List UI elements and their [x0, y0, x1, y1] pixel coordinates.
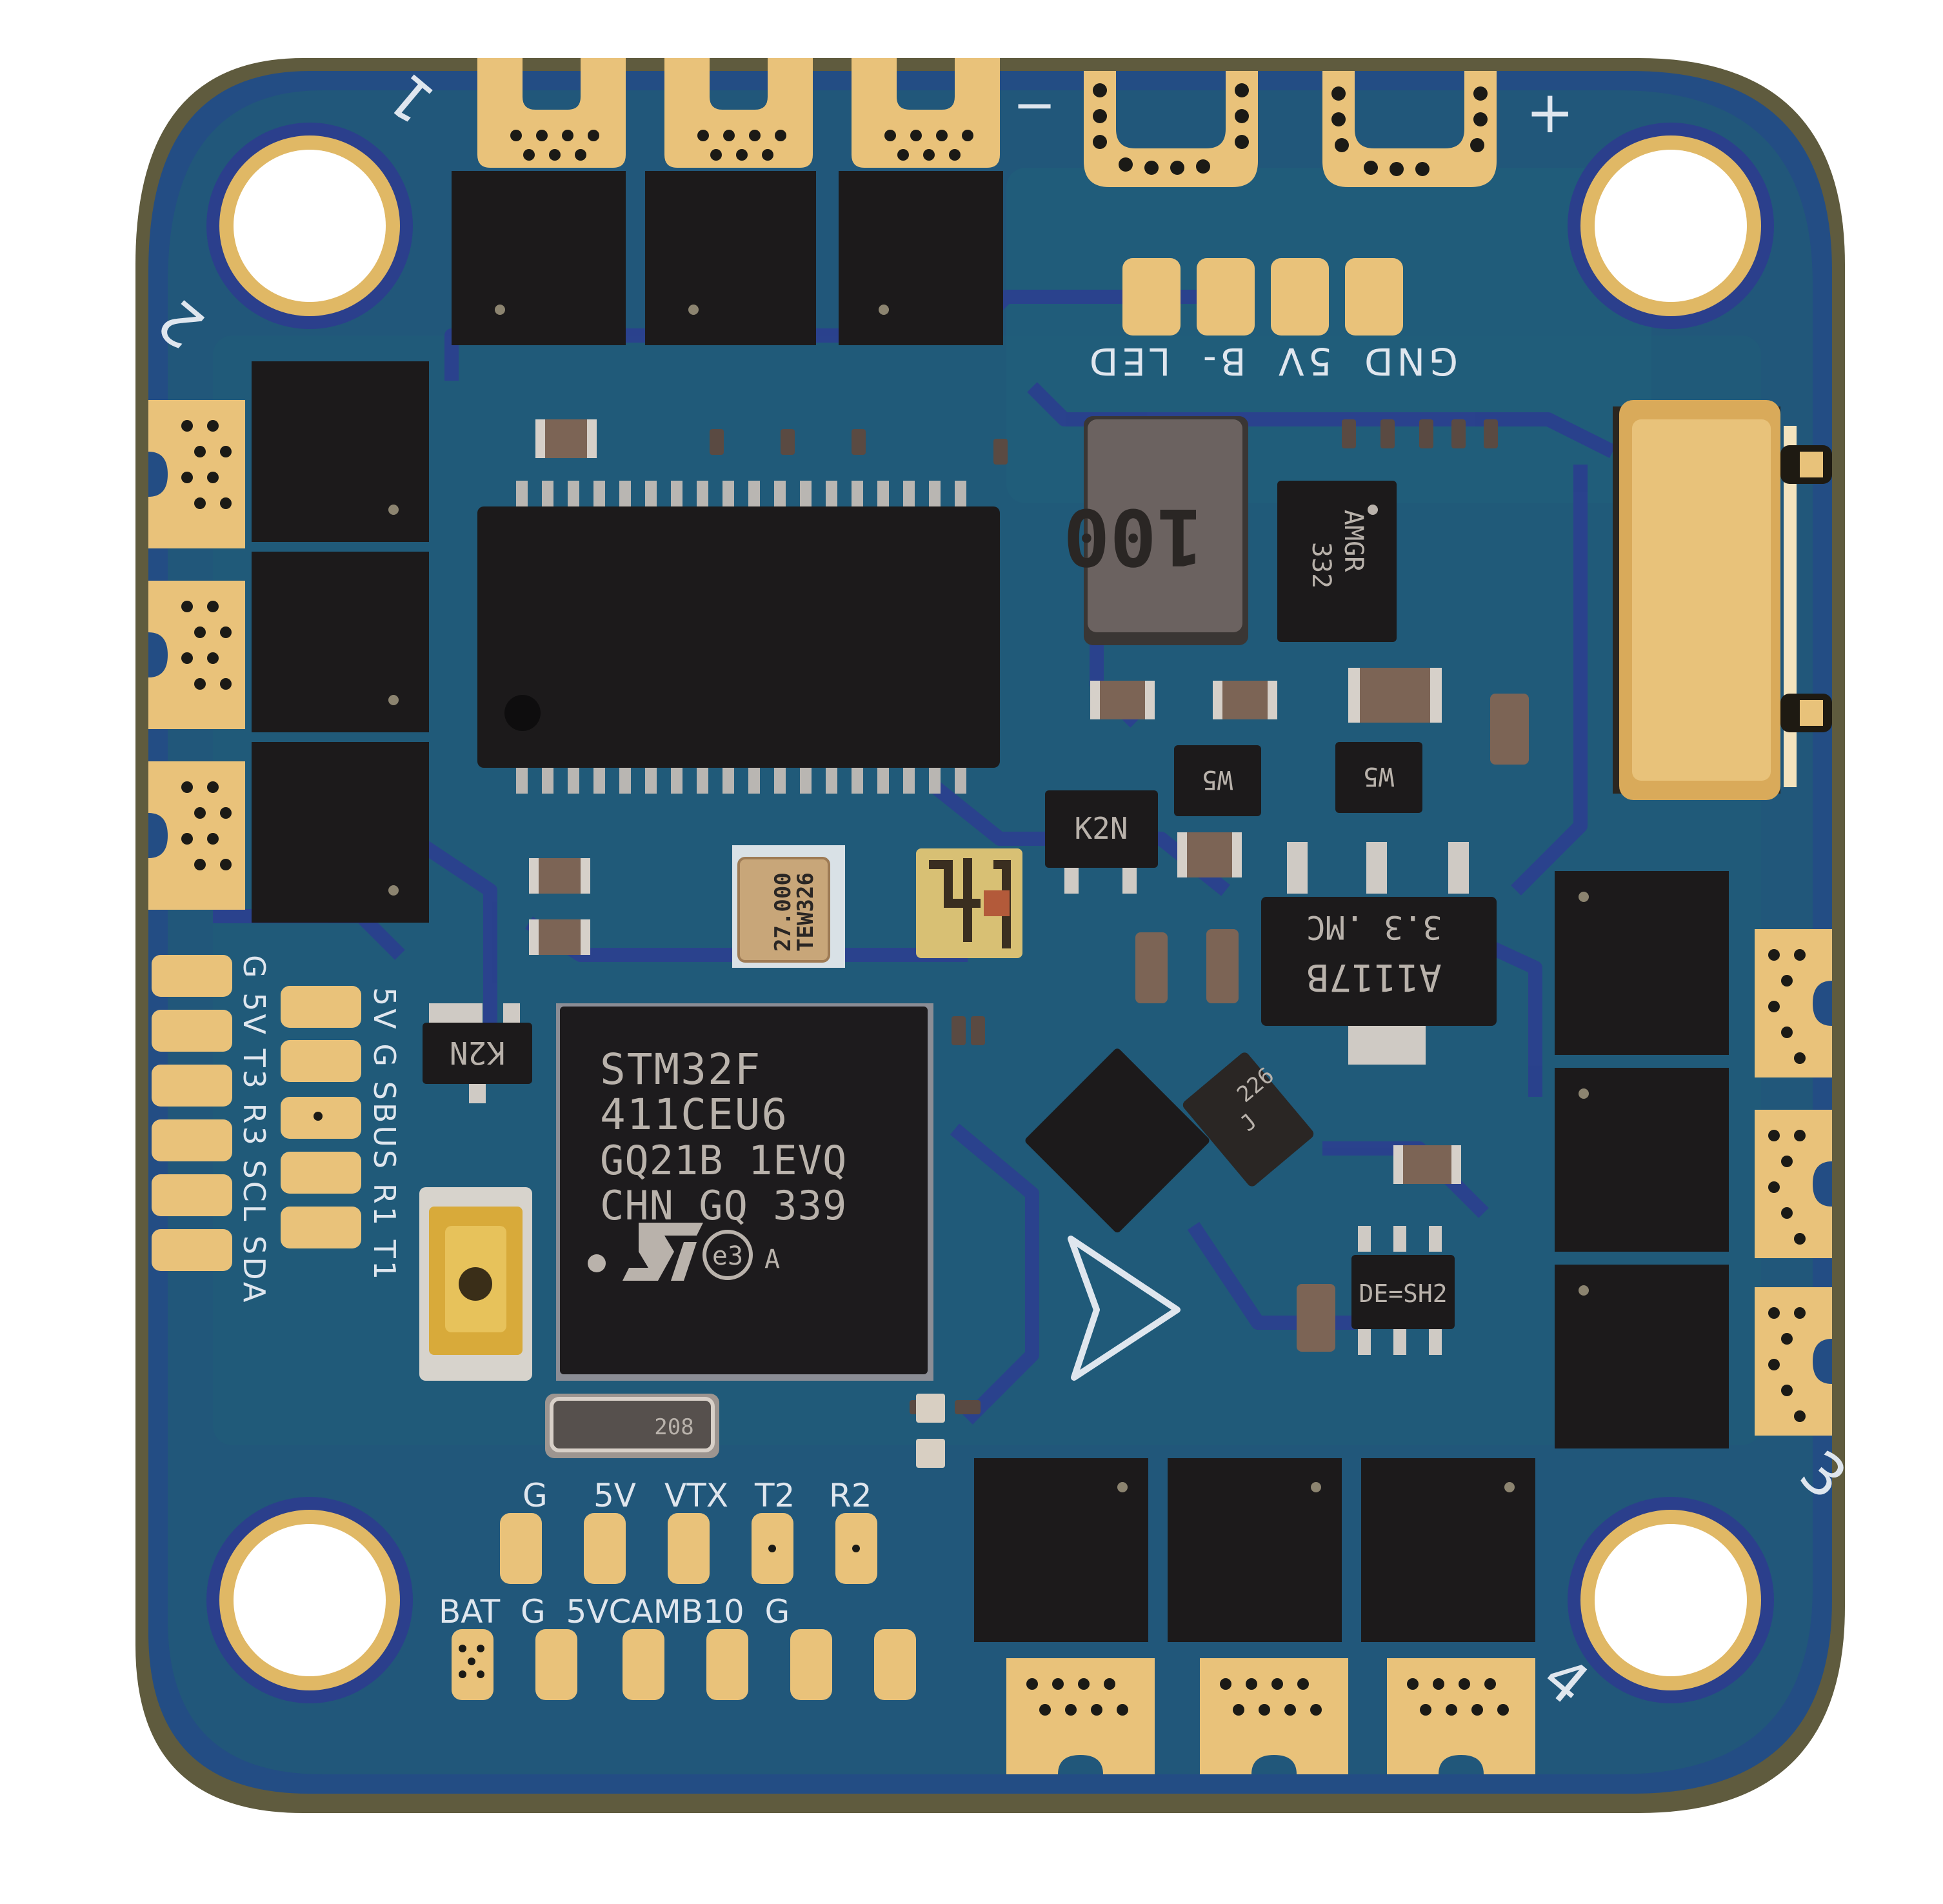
boot-button [419, 1187, 532, 1381]
mcu-line-1: STM32F [600, 1045, 761, 1094]
bottom-top-label-vtx: VTX [664, 1477, 728, 1514]
right-motor-pads [1555, 871, 1832, 1448]
diode-1-mark: W5 [1202, 765, 1233, 794]
mounting-hole-top-left [206, 123, 413, 329]
mosfet-k2n-center: K2N [1045, 790, 1158, 894]
mosfet-k2n-left-mark: K2N [450, 1034, 506, 1070]
crystal-32k-mark: 208 [654, 1414, 693, 1440]
usb-connector [1613, 400, 1832, 800]
passive-components [529, 419, 1529, 1468]
left-header: G 5V T3 R3 SCL SDA 5V G SBUS R1 T1 [152, 955, 402, 1305]
tantalum-capacitor: 226 J [1182, 1052, 1314, 1187]
mounting-hole-bottom-right [1568, 1497, 1774, 1703]
left-header-outer-labels: G 5V T3 R3 SCL SDA [237, 955, 272, 1305]
bottom-header-bottom-labels: BAT G 5VCAMB10 G [439, 1593, 790, 1630]
mcu-line-3: GQ21B 1EVQ [600, 1137, 847, 1184]
led-header-labels: GND 5V B- LED [1086, 339, 1458, 383]
bottom-top-label-5v: 5V [593, 1477, 636, 1514]
buck-line-1: AMGR [1339, 510, 1368, 572]
osd-chip [477, 481, 1000, 794]
buck-regulator: AMGR 332 [1277, 481, 1397, 642]
battery-minus-label: − [1013, 75, 1056, 135]
direction-arrow-icon [1068, 1236, 1181, 1381]
top-motor-pads [477, 58, 1000, 168]
mcu-suffix-letter: A [764, 1245, 780, 1274]
mosfet-k2n-left: K2N [423, 1003, 532, 1103]
crystal-27mhz-line-2: TEW326 [793, 872, 819, 952]
bottom-top-label-r2: R2 [829, 1477, 872, 1514]
bottom-header-top-labels: G 5V VTX T2 R2 [523, 1477, 872, 1514]
e3-mark-icon [702, 1230, 753, 1280]
bottom-motor-pads [974, 1458, 1535, 1774]
battery-plus-label: + [1526, 79, 1574, 146]
battery-pads: − + [1013, 71, 1574, 187]
st-logo-icon [623, 1223, 703, 1281]
ldo-line-2: A1117B [1306, 956, 1442, 999]
mcu-chip: STM32F 411CEU6 GQ21B 1EVQ CHN GQ 339 e3 … [556, 1003, 933, 1381]
mcu-e3-mark: e3 [712, 1241, 743, 1271]
mounting-hole-top-right [1568, 123, 1774, 329]
top-mosfets [452, 171, 1003, 345]
buck-line-2: 332 [1306, 542, 1336, 588]
inductor-mark: 100 [1063, 491, 1203, 581]
mounting-holes [206, 123, 1774, 1703]
inductor: 100 [1063, 416, 1248, 645]
crystal-32k: 208 [545, 1394, 719, 1458]
status-led-package [916, 848, 1022, 958]
crystal-27mhz-line-1: 27.000 [770, 872, 796, 952]
bottom-top-label-t2: T2 [754, 1477, 795, 1514]
diode-2-mark: W5 [1363, 761, 1394, 791]
bottom-header: G 5V VTX T2 R2 BAT G 5VCAMB10 G [439, 1477, 916, 1700]
led-header: GND 5V B- LED [1086, 258, 1458, 383]
mcu-line-2: 411CEU6 [600, 1090, 788, 1139]
mounting-hole-bottom-left [206, 1497, 413, 1703]
mcu-line-4: CHN GQ 339 [600, 1182, 847, 1229]
ldo-line-1: 3.3 .MC [1306, 908, 1442, 946]
diagonal-mosfet [1025, 1048, 1210, 1233]
sot23-6-mark: DE=SH2 [1359, 1279, 1447, 1308]
left-motor-pads [148, 361, 429, 923]
battery-positive-pad [1322, 71, 1497, 187]
sot23-6-chip: DE=SH2 [1351, 1226, 1455, 1355]
mosfet-k2n-center-mark: K2N [1074, 811, 1128, 846]
diode-w5-2: W5 [1335, 742, 1422, 813]
left-header-inner-labels: 5V G SBUS R1 T1 [367, 987, 402, 1282]
crystal-27mhz: 27.000 TEW326 [732, 845, 845, 968]
bottom-top-label-g: G [523, 1477, 548, 1514]
diode-w5-1: W5 [1174, 745, 1261, 816]
ldo-regulator: 3.3 .MC A1117B [1261, 842, 1497, 1065]
